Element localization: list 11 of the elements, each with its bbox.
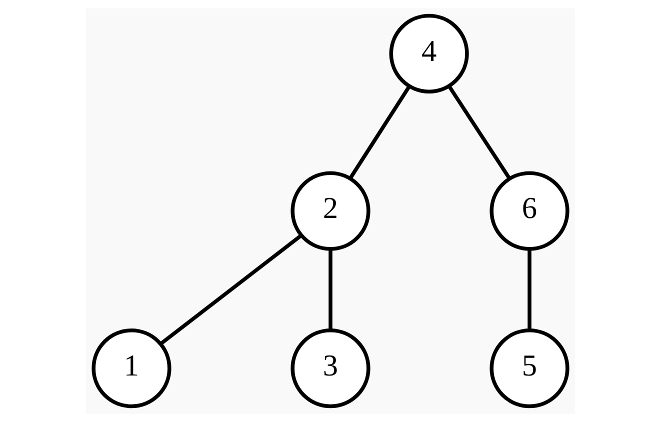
connector bbox=[160, 234, 302, 346]
connector bbox=[328, 249, 332, 330]
connector bbox=[528, 249, 532, 330]
node-circle: 4 bbox=[389, 14, 469, 94]
node-circle: 2 bbox=[290, 171, 370, 251]
node-circle: 3 bbox=[290, 328, 370, 408]
node-circle: 5 bbox=[490, 328, 570, 408]
node-circle: 6 bbox=[490, 171, 570, 251]
connector bbox=[348, 86, 411, 180]
node-circle: 1 bbox=[92, 328, 172, 408]
connector bbox=[448, 86, 512, 180]
